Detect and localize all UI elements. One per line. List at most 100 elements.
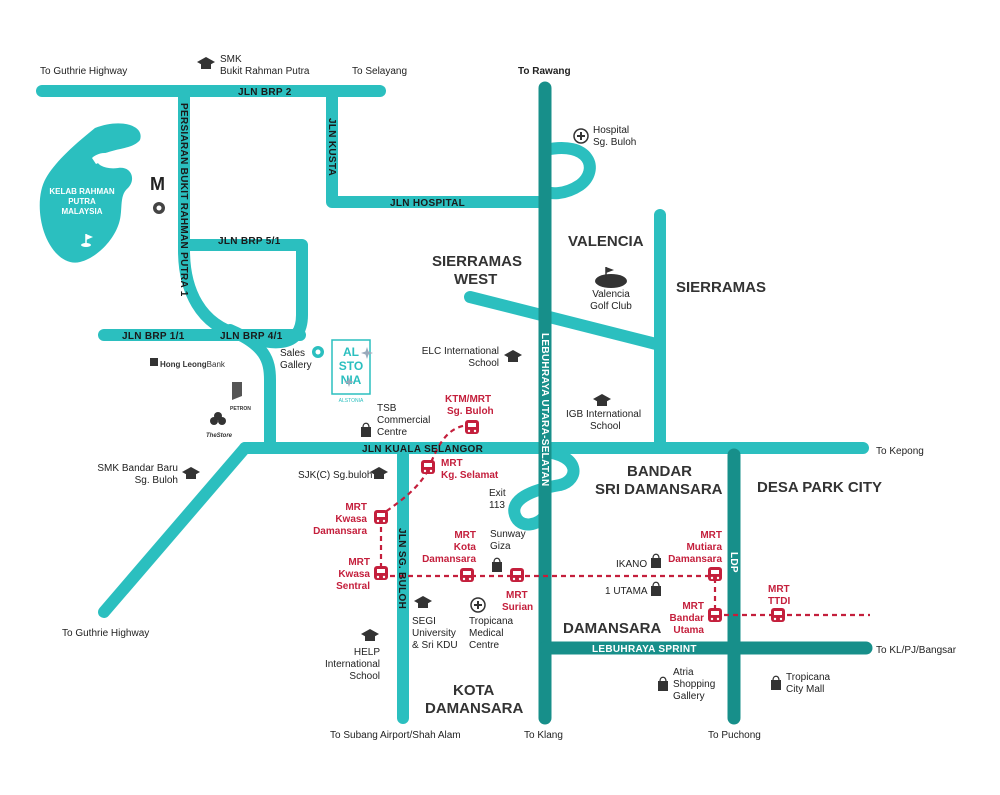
direction-puchong: To Puchong (708, 730, 761, 741)
road-hospital-loop (539, 142, 596, 200)
train-icon (510, 568, 524, 582)
train-icon (374, 510, 388, 524)
hospital-icon (470, 597, 486, 613)
road-brp41-south (224, 324, 276, 454)
golf-club-lake (39, 123, 141, 263)
road-network (36, 81, 873, 725)
direction-selayang: To Selayang (352, 66, 407, 77)
landmark-the-store: TheStore (206, 433, 233, 439)
school-icon (414, 596, 432, 608)
school-icon (370, 467, 388, 479)
road-brp51-loop (178, 239, 308, 349)
road-label-kuala-selangor: JLN KUALA SELANGOR (362, 444, 484, 455)
golf-flag-icon (81, 234, 93, 247)
area-sierramas: SIERRAMAS (676, 279, 766, 296)
svg-text:AL: AL (343, 345, 359, 359)
shopping-bag-icon (361, 422, 371, 437)
road-label-kusta: JLN KUSTA (326, 118, 337, 176)
road-label-sprint: LEBUHRAYA SPRINT (592, 644, 697, 655)
school-icon (504, 350, 522, 362)
road-kusta-hospital (326, 85, 544, 208)
landmark-ikano: IKANO (616, 559, 647, 570)
direction-klang: To Klang (524, 730, 563, 741)
school-icon (197, 57, 215, 69)
direction-guthrie-bottom: To Guthrie Highway (62, 628, 149, 639)
train-icon (460, 568, 474, 582)
train-icon (771, 608, 785, 622)
road-label-sg-buloh: JLN SG. BULOH (396, 528, 407, 609)
svg-text:STO: STO (339, 359, 363, 373)
train-icon (708, 567, 722, 581)
shopping-bag-icon (651, 553, 661, 568)
road-label-hospital: JLN HOSPITAL (390, 198, 465, 209)
hospital-icon (573, 128, 589, 144)
road-exit113-loop (508, 446, 580, 531)
petron-logo (232, 382, 242, 400)
train-icon (421, 460, 435, 474)
school-icon (182, 467, 200, 479)
shopping-bag-icon (651, 581, 661, 596)
road-sierramas-diag (464, 291, 666, 351)
landmark-1-utama: 1 UTAMA (605, 586, 648, 597)
whistle-icon (153, 202, 165, 214)
road-label-lebuhraya: LEBUHRAYA UTARA-SELATAN (539, 333, 550, 487)
road-label-persiaran: PERSIARAN BUKIT RAHMAN PUTRA 1 (178, 103, 189, 297)
mrt-stations (374, 420, 785, 622)
direction-subang: To Subang Airport/Shah Alam (330, 730, 461, 741)
area-damansara: DAMANSARA (563, 620, 661, 637)
golf-course-icon (595, 267, 627, 288)
road-label-brp2: JLN BRP 2 (238, 87, 292, 98)
alstonia-logo: AL STO NIA ALSTONIA (331, 339, 373, 404)
school-icon (361, 629, 379, 641)
shopping-bag-icon (658, 676, 668, 691)
train-icon (374, 566, 388, 580)
landmark-hong-leong: Hong LeongBank (160, 360, 226, 369)
direction-guthrie-top: To Guthrie Highway (40, 66, 127, 77)
location-pin-icon (312, 346, 324, 358)
shopping-bag-icon (492, 557, 502, 572)
shopping-bag-icon (771, 675, 781, 690)
mrt-line (379, 423, 870, 617)
direction-kl: To KL/PJ/Bangsar (876, 645, 957, 656)
train-icon (465, 420, 479, 434)
train-icon (708, 608, 722, 622)
road-label-ldp: LDP (728, 552, 739, 573)
road-label-brp51: JLN BRP 5/1 (218, 236, 281, 247)
school-icon (593, 394, 611, 406)
road-label-brp11: JLN BRP 1/1 (122, 331, 185, 342)
svg-text:NIA: NIA (341, 373, 362, 387)
hong-leong-logo (150, 358, 158, 366)
direction-kepong: To Kepong (876, 446, 924, 457)
the-store-logo (210, 412, 226, 425)
landmark-sjk: SJK(C) Sg.buloh (298, 470, 372, 481)
direction-rawang: To Rawang (518, 66, 571, 77)
mcdonalds-icon: M (150, 174, 165, 194)
road-label-brp41: JLN BRP 4/1 (220, 331, 283, 342)
